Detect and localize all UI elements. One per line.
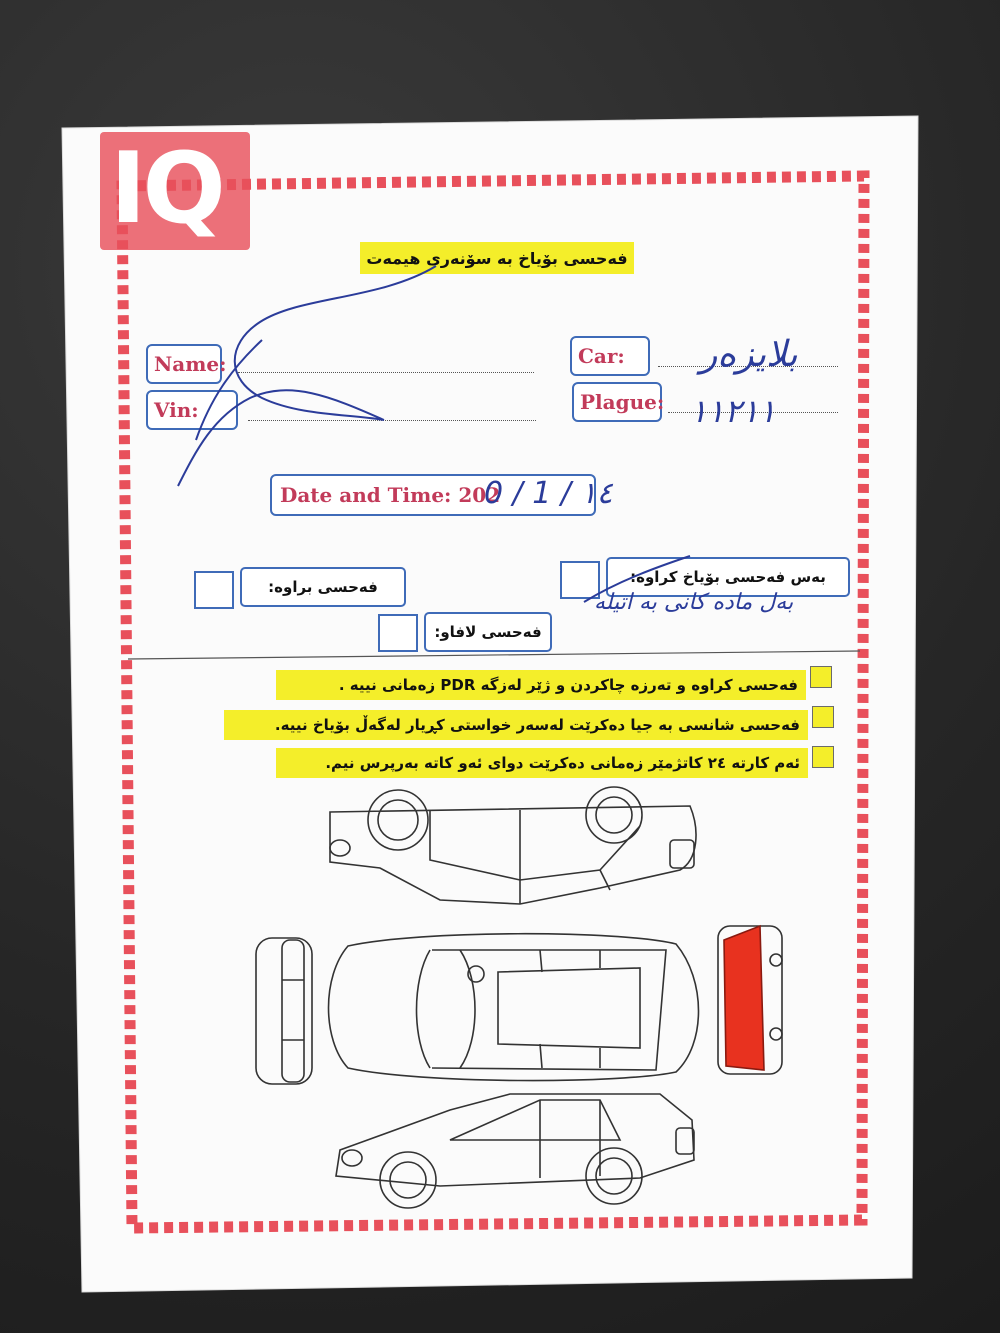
car-front-view[interactable] [255, 937, 313, 1085]
note-bullet-2 [812, 706, 834, 728]
car-top-view[interactable] [327, 932, 700, 1082]
car-side-view-top[interactable] [329, 786, 697, 905]
car-label: Car: [570, 336, 650, 376]
watermark-logo: IQ [100, 132, 250, 250]
note-2: فەحسی شانسی بە جیا دەکرێت لەسەر خواستی ک… [224, 710, 808, 740]
datetime-text: Date and Time: 202 [280, 483, 501, 507]
note-bullet-1 [810, 666, 832, 688]
lafaw-option: فەحسی لافاو: [424, 612, 552, 652]
note-3: ئەم کارتە ٢٤ کاتژمێر زەمانی دەکرێت دوای … [276, 748, 808, 778]
section-divider [127, 650, 861, 660]
car-handwritten: بلایزەر [700, 334, 798, 375]
car-field[interactable] [658, 366, 838, 367]
date-handwritten: 0 / 1 / ١٤ [484, 476, 613, 511]
note-1: فەحسی کراوە و تەرزە چاکردن و ژێر لەزگە P… [276, 670, 806, 700]
damage-mark-rear-bumper [723, 924, 765, 1071]
plague-label: Plague: [572, 382, 664, 422]
remark-handwritten: بەل مادە کانی بە اتیلە [594, 590, 794, 615]
car-rear-view[interactable] [717, 924, 783, 1075]
plague-field[interactable] [668, 412, 838, 413]
brawa-checkbox[interactable] [194, 571, 234, 609]
plague-handwritten: ١١٢١١ [690, 392, 776, 430]
car-side-view-bottom[interactable] [335, 1093, 695, 1209]
note-bullet-3 [812, 746, 834, 768]
brawa-option: فەحسی براوە: [240, 567, 406, 607]
lafaw-checkbox[interactable] [378, 614, 418, 652]
watermark-text: IQ [110, 132, 226, 246]
